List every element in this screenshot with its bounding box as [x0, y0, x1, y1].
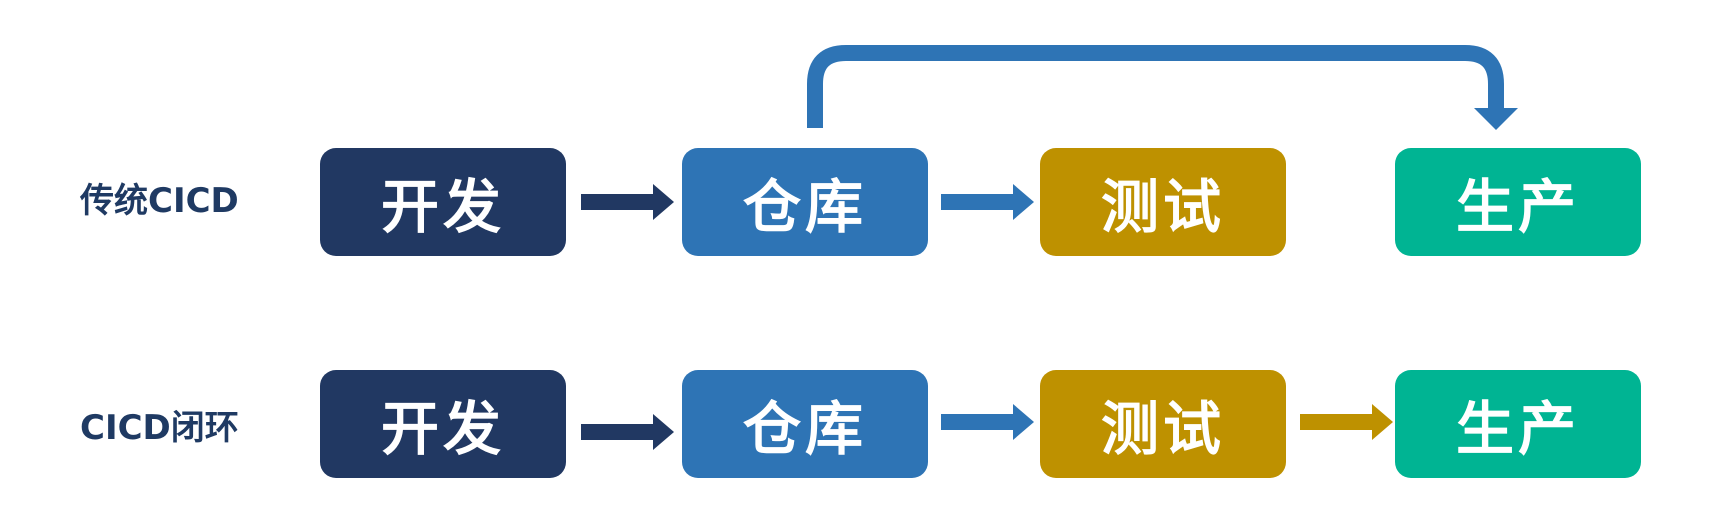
stage-dev-traditional: 开发: [320, 148, 566, 256]
arrow-dev-to-repo-closed-loop: [581, 414, 674, 450]
row-label-traditional: 传统CICD: [80, 181, 239, 221]
stage-prod-traditional: 生产: [1395, 148, 1641, 256]
arrow-repo-to-test-closed-loop: [941, 404, 1034, 440]
stage-repo-traditional: 仓库: [682, 148, 928, 256]
arrow-repo-to-prod-bypass: [807, 45, 1518, 130]
stage-prod-closed-loop: 生产: [1395, 370, 1641, 478]
stage-dev-closed-loop: 开发: [320, 370, 566, 478]
arrow-dev-to-repo-traditional: [581, 184, 674, 220]
stage-test-closed-loop: 测试: [1040, 370, 1286, 478]
stage-repo-closed-loop: 仓库: [682, 370, 928, 478]
arrow-repo-to-test-traditional: [941, 184, 1034, 220]
row-label-closed-loop: CICD闭环: [80, 408, 239, 448]
arrow-test-to-prod-closed-loop: [1300, 404, 1393, 440]
stage-test-traditional: 测试: [1040, 148, 1286, 256]
